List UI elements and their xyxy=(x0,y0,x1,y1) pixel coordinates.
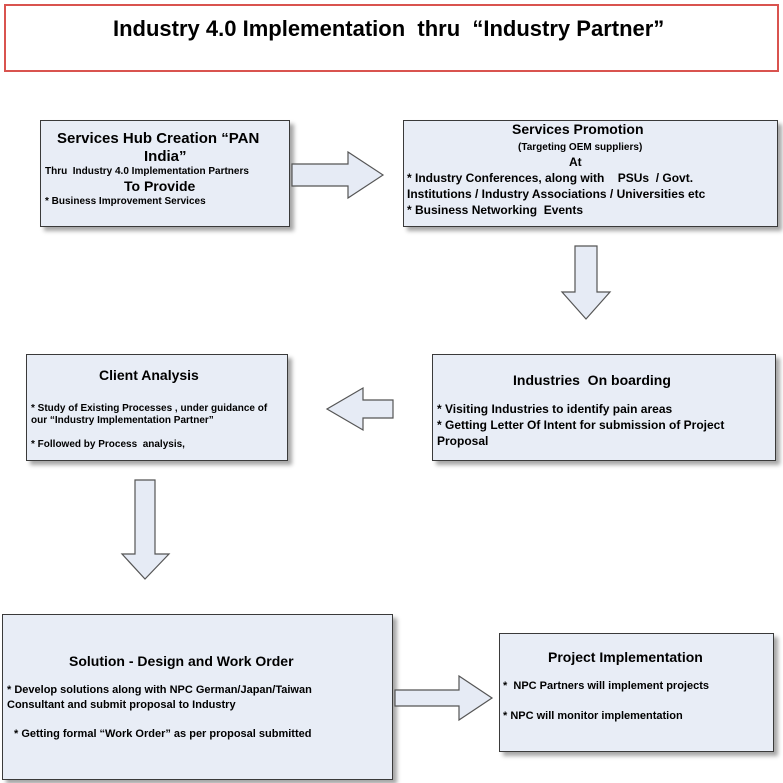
solution-design-box: Solution - Design and Work Order * Devel… xyxy=(2,614,393,780)
industries-onboarding-bullet2-line1: * Getting Letter Of Intent for submissio… xyxy=(437,418,725,432)
services-promotion-bullet2: * Business Networking Events xyxy=(407,203,584,217)
industries-onboarding-bullet1: * Visiting Industries to identify pain a… xyxy=(437,402,673,416)
services-promotion-bullet1-line1: * Industry Conferences, along with PSUs … xyxy=(407,171,694,185)
services-hub-subtitle: Thru Industry 4.0 Implementation Partner… xyxy=(45,166,249,177)
solution-design-bullet1-line2: Consultant and submit proposal to Indust… xyxy=(7,699,236,711)
services-hub-title-line2: India” xyxy=(144,148,187,165)
services-hub-title-line1: Services Hub Creation “PAN xyxy=(57,130,260,147)
services-promotion-box: Services Promotion (Targeting OEM suppli… xyxy=(403,120,778,227)
solution-design-bullet2: * Getting formal “Work Order” as per pro… xyxy=(14,728,312,740)
client-analysis-bullet1-line1: * Study of Existing Processes , under gu… xyxy=(31,403,268,414)
arrow-down-1 xyxy=(560,245,612,320)
diagram-title: Industry 4.0 Implementation thru “Indust… xyxy=(113,16,665,41)
project-implementation-title: Project Implementation xyxy=(548,649,703,665)
client-analysis-bullet2: * Followed by Process analysis, xyxy=(31,439,185,450)
solution-design-bullet1-line1: * Develop solutions along with NPC Germa… xyxy=(7,684,312,696)
services-hub-box: Services Hub Creation “PAN India” Thru I… xyxy=(40,120,290,227)
project-implementation-box: Project Implementation * NPC Partners wi… xyxy=(499,633,774,752)
industries-onboarding-title: Industries On boarding xyxy=(513,372,671,388)
client-analysis-box: Client Analysis * Study of Existing Proc… xyxy=(26,354,288,461)
industries-onboarding-bullet2-line2: Proposal xyxy=(437,434,489,448)
services-hub-bullet: * Business Improvement Services xyxy=(45,196,206,207)
project-implementation-bullet2: * NPC will monitor implementation xyxy=(503,710,683,722)
client-analysis-title: Client Analysis xyxy=(99,367,199,383)
services-promotion-subtitle: (Targeting OEM suppliers) xyxy=(518,142,643,153)
title-box: Industry 4.0 Implementation thru “Indust… xyxy=(4,4,779,72)
arrow-right-2 xyxy=(394,674,494,722)
services-hub-heading: To Provide xyxy=(124,178,196,194)
project-implementation-bullet1: * NPC Partners will implement projects xyxy=(503,680,710,692)
services-promotion-heading: At xyxy=(569,155,582,169)
arrow-down-2 xyxy=(120,479,171,580)
solution-design-title: Solution - Design and Work Order xyxy=(69,653,294,669)
industries-onboarding-box: Industries On boarding * Visiting Indust… xyxy=(432,354,776,461)
services-promotion-title: Services Promotion xyxy=(512,121,644,137)
client-analysis-bullet1-line2: our “Industry Implementation Partner” xyxy=(31,415,214,426)
services-promotion-bullet1-line2: Institutions / Industry Associations / U… xyxy=(407,187,706,201)
arrow-left-1 xyxy=(325,386,394,432)
arrow-right-1 xyxy=(291,150,385,200)
